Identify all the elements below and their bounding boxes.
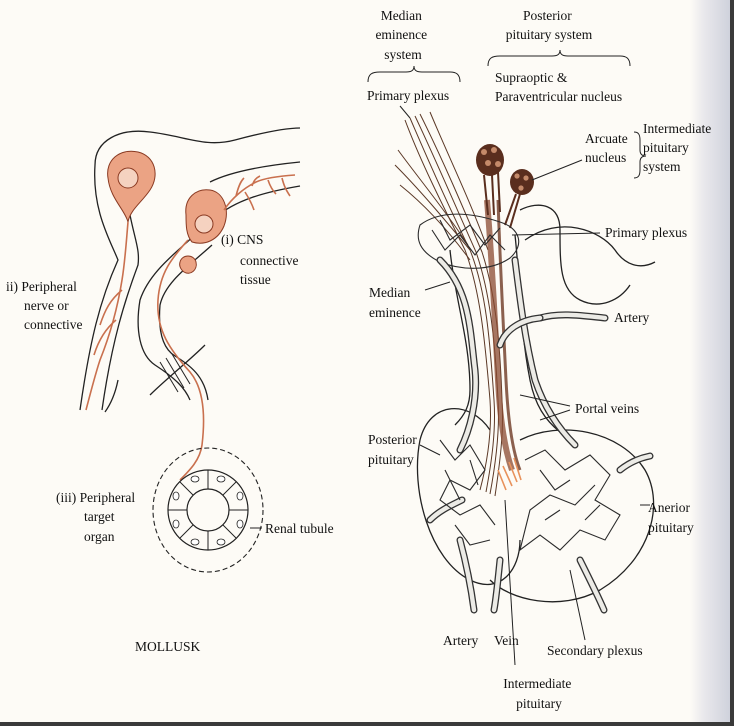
brace-posterior-pituitary: [487, 49, 631, 67]
label-secondary-plexus: Secondary plexus: [547, 643, 643, 658]
renal-tubule-lumen: [186, 488, 230, 532]
mollusk-outer-outline: [94, 127, 301, 166]
frame-shadow-right: [730, 0, 734, 726]
portal-vessels: [436, 256, 579, 454]
label-intermediate-pituitary-system: Intermediate pituitary system: [643, 121, 715, 174]
mollusk-left-wall-outer: [79, 164, 119, 411]
renal-tubule-capsule: [152, 447, 264, 573]
hatch-mark-c: [171, 353, 191, 385]
mollusk-axon-left-branch: [93, 289, 123, 356]
intermediate-orange-fibers: [497, 457, 522, 491]
hypothalamus-outline: [519, 204, 631, 305]
label-posterior-pituitary: Posterior pituitary: [368, 432, 420, 467]
posterior-plexus-mesh: [439, 439, 496, 546]
label-median-eminence-system: Median eminence system: [375, 8, 430, 62]
label-cns-connective-tissue: (i) CNS connective tissue: [221, 232, 302, 287]
ptr-portal-veins-a: [519, 394, 571, 407]
mollusk-neuron-cns-nucleus: [194, 214, 214, 234]
label-renal-tubule: Renal tubule: [265, 521, 334, 536]
label-artery-bottom: Artery: [443, 633, 478, 648]
label-median-eminence: Median eminence: [369, 285, 421, 320]
ptr-primary-plexus-right: [511, 232, 601, 236]
mollusk-channel-a: [137, 229, 201, 401]
mollusk-left-wall-inner: [101, 214, 140, 411]
ptr-median-eminence: [424, 281, 451, 291]
secondary-plexus-mesh: [519, 449, 621, 552]
posterior-pituitary-lobe: [416, 407, 521, 586]
renal-tubule-nuclei: [172, 475, 244, 546]
ptr-posterior-pituitary: [419, 444, 441, 456]
label-primary-plexus-top: Primary plexus: [367, 88, 449, 103]
anterior-pituitary-lobe: [489, 429, 655, 603]
hatch-mark-b: [165, 357, 185, 389]
mollusk-axon-left: [85, 221, 129, 411]
mollusk-cns-terminals: [223, 174, 296, 211]
third-ventricle-curve: [524, 226, 656, 267]
brace-intermediate-system: [633, 131, 647, 179]
label-posterior-pituitary-system: Posterior pituitary system: [506, 8, 593, 42]
label-supraoptic-paraventricular: Supraoptic & Paraventricular nucleus: [495, 70, 622, 104]
label-portal-veins: Portal veins: [575, 401, 639, 416]
label-anterior-pituitary: Anerior pituitary: [648, 500, 694, 535]
label-peripheral-nerve: ii) Peripheral nerve or connective: [6, 279, 82, 332]
mollusk-illustration: [79, 127, 301, 573]
label-intermediate-pituitary: Intermediate pituitary: [503, 676, 575, 711]
brace-median-eminence: [367, 65, 461, 83]
hatch-mark-a: [159, 361, 179, 393]
mollusk-neuron-left-nucleus: [117, 167, 139, 189]
ptr-intermediate-pituitary: [504, 499, 516, 666]
supraoptic-cell-bodies: [476, 144, 504, 216]
label-artery-right: Artery: [614, 310, 649, 325]
ptr-portal-veins-b: [539, 409, 571, 421]
label-peripheral-target-organ: (iii) Peripheral target organ: [56, 490, 138, 544]
mollusk-channel-c: [104, 379, 119, 413]
ptr-arcuate-nucleus: [531, 159, 583, 181]
primary-plexus-mesh: [417, 213, 520, 269]
label-arcuate-nucleus: Arcuate nucleus: [585, 131, 631, 165]
brown-axon-tract-2: [496, 199, 522, 471]
pituitary-illustration: [367, 49, 656, 666]
brown-axon-tract: [484, 199, 515, 471]
mollusk-cns-upper-wall: [209, 161, 301, 183]
ptr-primary-plexus-top: [399, 105, 411, 119]
mollusk-neuron-small: [179, 255, 197, 274]
renal-tubule-cells: [168, 470, 248, 550]
mollusk-axon-cns: [157, 239, 205, 481]
arcuate-cell-bodies: [504, 169, 534, 229]
artery-right-vessel: [536, 311, 609, 322]
label-primary-plexus-right: Primary plexus: [605, 225, 687, 240]
label-vein-bottom: Vein: [494, 633, 519, 648]
page-edge-shading: [690, 0, 730, 722]
frame-shadow-bottom: [0, 722, 734, 726]
label-mollusk: MOLLUSK: [135, 639, 201, 654]
ptr-secondary-plexus: [569, 569, 586, 641]
mollusk-channel-d: [149, 344, 206, 396]
bottom-vessels: [426, 452, 654, 614]
